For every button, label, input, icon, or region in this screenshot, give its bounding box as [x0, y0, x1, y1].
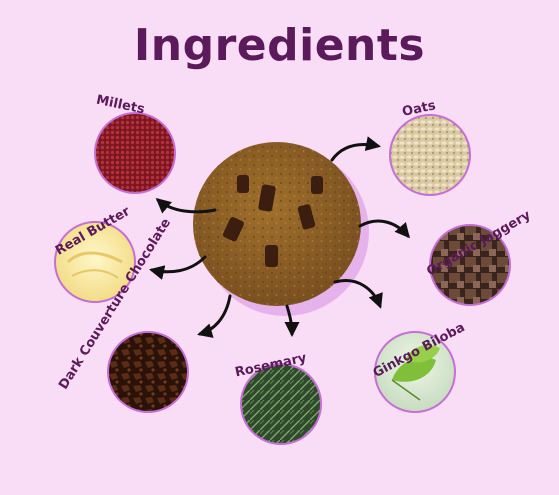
- arrow-to-jaggery: [358, 219, 410, 239]
- ingredient-rosemary: [240, 363, 322, 445]
- arrow-to-chocolate: [197, 294, 232, 338]
- ingredient-millets: [94, 112, 176, 194]
- cookie-image: [193, 142, 369, 316]
- arrow-to-ginkgo: [333, 279, 383, 309]
- page-title: Ingredients: [133, 20, 426, 71]
- ingredient-ginkgo-biloba: [374, 331, 456, 413]
- label-millets: Millets: [95, 93, 146, 118]
- arrow-to-millets: [155, 198, 217, 214]
- ingredient-dark-couverture-chocolate: [107, 331, 189, 413]
- label-oats: Oats: [401, 98, 437, 120]
- jaggery-image: [429, 224, 511, 306]
- ingredient-real-butter: [54, 221, 136, 303]
- arrow-to-rosemary: [284, 304, 300, 337]
- arrow-to-butter: [149, 255, 207, 280]
- millets-image: [94, 112, 176, 194]
- ingredient-oats: [389, 114, 471, 196]
- butter-image: [54, 221, 136, 303]
- oats-image: [389, 114, 471, 196]
- ingredient-organic-jaggery: [429, 224, 511, 306]
- arrow-to-oats: [330, 136, 381, 162]
- rosemary-image: [240, 363, 322, 445]
- chocolate-image: [107, 331, 189, 413]
